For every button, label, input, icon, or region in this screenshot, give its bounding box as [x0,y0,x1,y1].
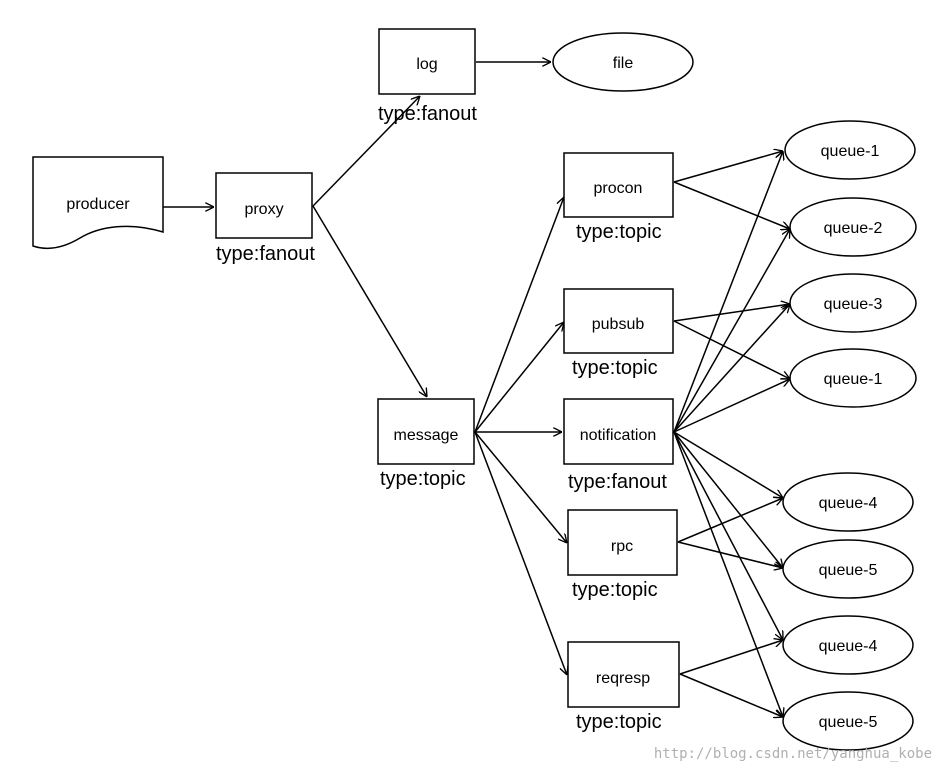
rpc-node: rpc type:topic [567,509,678,601]
edge-pubsub-to-q3 [673,304,790,322]
queue-1-second-node: queue-1 [789,348,917,408]
queue-1-label: queue-1 [821,143,880,160]
queue-3-node: queue-3 [789,273,917,333]
message-type-label: type:topic [380,468,466,490]
edge-procon-to-q2 [673,181,790,229]
edge-message-to-pubsub [474,322,564,433]
queue-5-node: queue-5 [782,539,914,599]
edge-message-to-rpc [474,431,567,543]
producer-label: producer [66,196,130,213]
queue-1-second-label: queue-1 [824,371,883,388]
edge-rpc-to-q5a [677,541,783,568]
file-node: file [552,32,694,92]
procon-type-label: type:topic [576,221,662,243]
edge-rpc-to-q4a [677,498,783,543]
procon-node: procon type:topic [563,152,674,243]
queue-2-node: queue-2 [789,197,917,257]
watermark-text: http://blog.csdn.net/yanghua_kobe [654,746,932,762]
pubsub-type-label: type:topic [572,357,658,379]
reqresp-node: reqresp type:topic [567,641,680,733]
queue-1-node: queue-1 [784,120,916,180]
proxy-type-label: type:fanout [216,243,315,265]
edge-notification-to-q1a [673,151,783,433]
edge-notification-to-q1b [673,379,790,433]
edges-layer [163,62,790,717]
queue-4-second-label: queue-4 [819,638,878,655]
pubsub-label: pubsub [592,316,645,333]
pubsub-node: pubsub type:topic [563,288,674,379]
queue-5-second-label: queue-5 [819,714,878,731]
edge-notification-to-q5b [673,431,783,717]
message-label: message [394,427,459,444]
log-label: log [416,56,437,73]
notification-type-label: type:fanout [568,471,667,493]
edge-proxy-to-message [312,205,427,397]
queue-4-node: queue-4 [782,472,914,532]
edge-pubsub-to-q1b [673,320,790,379]
queue-2-label: queue-2 [824,220,883,237]
edge-notification-to-q4b [673,431,783,640]
edge-notification-to-q5a [673,431,783,568]
edge-procon-to-q1a [673,151,783,183]
proxy-label: proxy [244,201,283,218]
rpc-type-label: type:topic [572,579,658,601]
log-node: log type:fanout [378,28,477,125]
edge-notification-to-q4a [673,431,783,498]
edge-proxy-to-log [312,96,420,207]
file-label: file [613,55,634,72]
notification-label: notification [580,427,657,444]
queue-5-second-node: queue-5 [782,691,914,751]
edge-message-to-procon [474,197,564,433]
queue-5-label: queue-5 [819,562,878,579]
procon-label: procon [594,180,643,197]
notification-node: notification type:fanout [563,398,674,493]
reqresp-type-label: type:topic [576,711,662,733]
edge-notification-to-q2 [673,229,790,433]
log-type-label: type:fanout [378,103,477,125]
edge-notification-to-q3 [673,304,790,433]
queue-4-second-node: queue-4 [782,615,914,675]
reqresp-label: reqresp [596,670,650,687]
queue-4-label: queue-4 [819,495,878,512]
edge-reqresp-to-q4b [679,640,783,675]
proxy-node: proxy type:fanout [215,172,315,265]
message-node: message type:topic [377,398,475,490]
queue-3-label: queue-3 [824,296,883,313]
edge-message-to-reqresp [474,431,567,675]
producer-node: producer [32,156,164,250]
rpc-label: rpc [611,538,633,555]
edge-reqresp-to-q5b [679,673,783,717]
